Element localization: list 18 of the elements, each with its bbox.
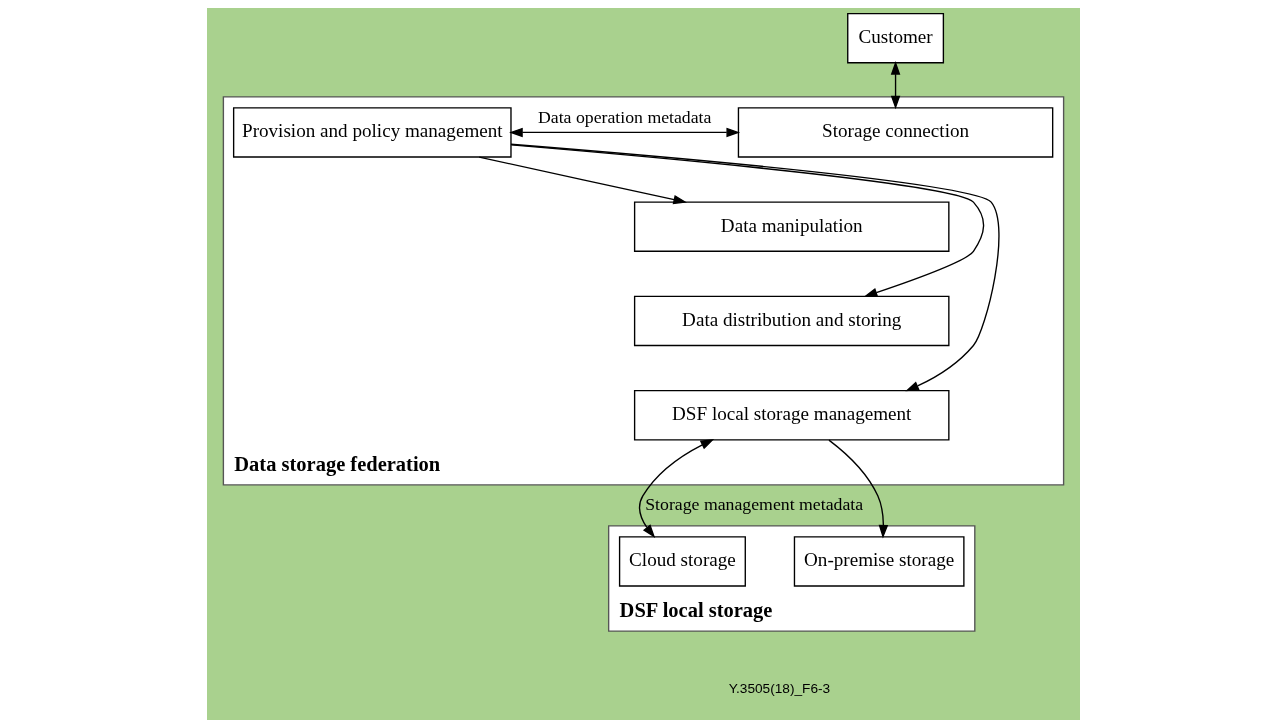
arrow — [478, 156, 688, 205]
node-box: On-premise storage — [793, 536, 965, 587]
arrow — [510, 144, 985, 298]
node-box: Storage connection — [737, 107, 1054, 158]
edge-label: Data operation metadata — [537, 107, 712, 128]
arrow — [510, 143, 1000, 392]
node-box: Cloud storage — [618, 536, 746, 587]
arrow — [638, 439, 715, 538]
label: Y.3505(18)_F6-3 — [728, 681, 831, 697]
edge-label: Storage management metadata — [645, 494, 864, 515]
node-box: Data distribution and storing — [633, 295, 950, 347]
arrow — [828, 439, 889, 539]
node-box: Provision and policy management — [232, 107, 512, 158]
arrow — [509, 127, 741, 138]
node-box: DSF local storage management — [633, 389, 950, 441]
arrow — [890, 61, 901, 110]
node-box: Data manipulation — [633, 201, 950, 252]
node-box: Customer — [847, 12, 945, 64]
